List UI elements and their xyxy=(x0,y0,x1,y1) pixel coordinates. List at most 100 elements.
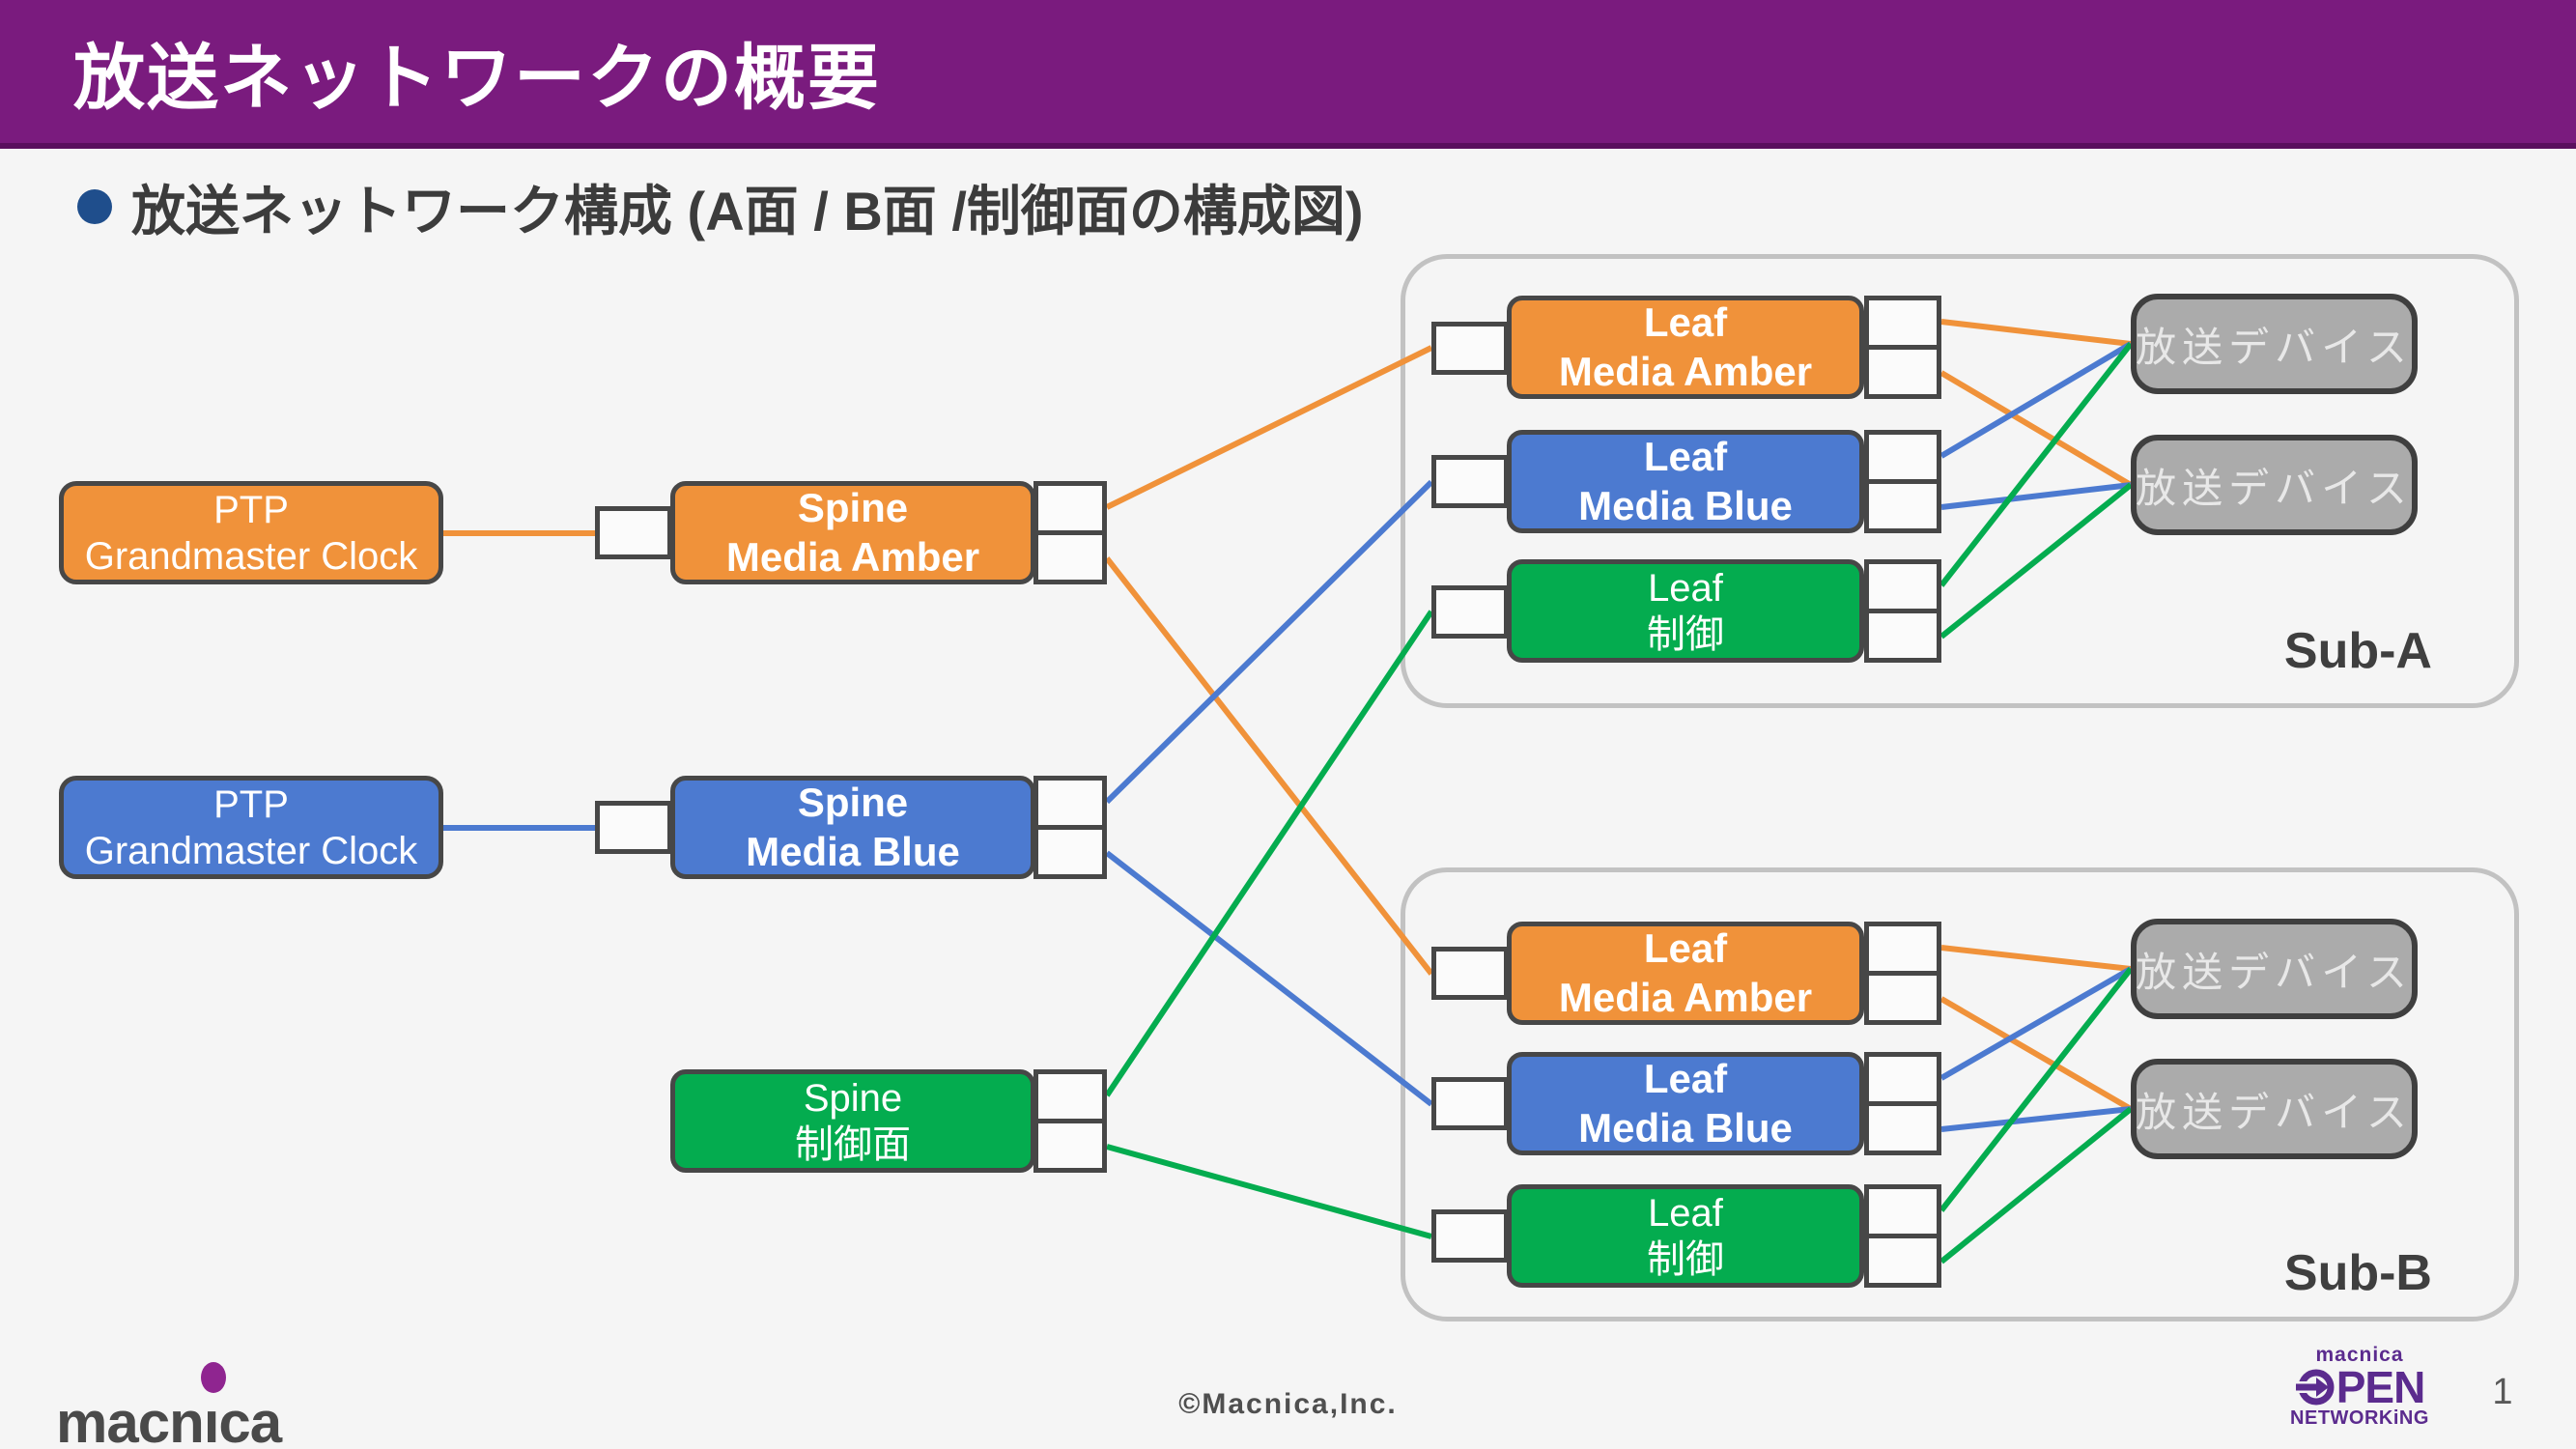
wire-suba-leaf-amber-to-device2 xyxy=(1939,370,2133,488)
open-arrow-icon xyxy=(2294,1369,2335,1406)
wire-spine-amber-to-subb-leaf-amber xyxy=(1104,556,1434,976)
open-networking-logo: macnica PEN NETWORKiNG xyxy=(2287,1344,2432,1429)
node-label: Grandmaster Clock xyxy=(84,534,418,578)
node-subb-leaf-media-amber: Leaf Media Amber xyxy=(1507,922,1864,1025)
wire-subb-leaf-amber-to-device2 xyxy=(1939,996,2133,1112)
port-cell xyxy=(1038,486,1102,530)
group-label-sub-a: Sub-A xyxy=(2283,623,2432,679)
group-label-sub-b: Sub-B xyxy=(2283,1245,2432,1301)
wire-spine-blue-to-suba-leaf-blue xyxy=(1104,479,1434,805)
port-spine-amber-right xyxy=(1033,481,1107,584)
port-cell xyxy=(1869,345,1937,394)
wire-subb-leaf-amber-to-device1 xyxy=(1940,945,2132,972)
port-suba-leaf-amber-right xyxy=(1864,296,1941,399)
copyright: ©Macnica,Inc. xyxy=(1178,1388,1398,1420)
subtitle: 放送ネットワーク構成 (A面 / B面 /制御面の構成図) xyxy=(131,180,1364,242)
node-label: PTP xyxy=(213,488,289,531)
port-suba-leaf-control-left xyxy=(1431,585,1509,639)
node-label: Spine xyxy=(803,1076,903,1120)
macnica-logo-dot-icon xyxy=(201,1362,226,1393)
port-cell xyxy=(1038,1119,1102,1168)
wire-suba-leaf-amber-to-device1 xyxy=(1940,319,2132,347)
node-spine-control: Spine 制御面 xyxy=(670,1069,1035,1173)
brand-macnica-text: macnica xyxy=(2315,1344,2404,1366)
node-label: Media Blue xyxy=(746,828,960,874)
device-suba-1: 放送デバイス xyxy=(2131,294,2418,394)
wire-suba-leaf-control-to-device1 xyxy=(1939,342,2134,587)
port-cell xyxy=(1869,1234,1937,1283)
port-subb-leaf-amber-right xyxy=(1864,922,1941,1025)
port-cell xyxy=(1038,530,1102,580)
port-suba-leaf-blue-right xyxy=(1864,430,1941,533)
port-spine-blue-right xyxy=(1033,776,1107,879)
wire-subb-leaf-blue-to-device1 xyxy=(1939,966,2133,1081)
port-cell xyxy=(1869,564,1937,609)
wire-spine-amber-to-suba-leaf-amber xyxy=(1105,345,1433,510)
node-label: Leaf xyxy=(1648,1191,1723,1235)
group-sub-a xyxy=(1401,254,2519,708)
node-label: Leaf xyxy=(1643,925,1728,972)
port-subb-leaf-control-right xyxy=(1864,1184,1941,1288)
node-suba-leaf-media-amber: Leaf Media Amber xyxy=(1507,296,1864,399)
node-label: 制御面 xyxy=(795,1122,911,1166)
port-subb-leaf-control-left xyxy=(1431,1209,1509,1263)
header-bar: 放送ネットワークの概要 xyxy=(0,0,2576,149)
wire-spine-control-to-subb-leaf-control xyxy=(1106,1144,1432,1239)
port-cell xyxy=(1869,435,1937,479)
bullet-icon xyxy=(77,189,112,224)
node-label: PTP xyxy=(213,782,289,826)
port-cell xyxy=(1038,781,1102,825)
node-suba-leaf-media-blue: Leaf Media Blue xyxy=(1507,430,1864,533)
node-label: Grandmaster Clock xyxy=(84,829,418,872)
node-label: Spine xyxy=(797,485,909,531)
port-cell xyxy=(1869,971,1937,1020)
wire-suba-leaf-blue-to-device2 xyxy=(1940,482,2132,510)
node-spine-media-amber: Spine Media Amber xyxy=(670,481,1035,584)
node-ptp-grandmaster-blue: PTP Grandmaster Clock xyxy=(59,776,443,879)
port-cell xyxy=(1869,479,1937,528)
page-number: 1 xyxy=(2492,1372,2513,1412)
device-subb-1: 放送デバイス xyxy=(2131,919,2418,1019)
wire-spine-control-to-suba-leaf-control xyxy=(1104,610,1434,1097)
brand-open-row: PEN xyxy=(2287,1361,2432,1412)
port-subb-leaf-blue-right xyxy=(1864,1052,1941,1155)
port-spine-blue-left xyxy=(595,801,672,854)
port-cell xyxy=(1869,300,1937,345)
device-suba-2: 放送デバイス xyxy=(2131,435,2418,535)
node-suba-leaf-control: Leaf 制御 xyxy=(1507,559,1864,663)
port-cell xyxy=(1869,1101,1937,1151)
node-label: Spine xyxy=(797,780,909,826)
port-cell xyxy=(1038,825,1102,874)
node-spine-media-blue: Spine Media Blue xyxy=(670,776,1035,879)
page-title: 放送ネットワークの概要 xyxy=(73,37,881,118)
wire-spine-blue-to-subb-leaf-blue xyxy=(1105,850,1433,1107)
port-cell xyxy=(1869,1189,1937,1234)
port-cell xyxy=(1869,1057,1937,1101)
node-label: Media Amber xyxy=(725,533,980,580)
port-cell xyxy=(1038,1074,1102,1119)
node-label: 制御 xyxy=(1647,612,1724,656)
node-subb-leaf-media-blue: Leaf Media Blue xyxy=(1507,1052,1864,1155)
brand-pen-text: PEN xyxy=(2335,1361,2426,1412)
port-spine-amber-left xyxy=(595,506,672,559)
node-label: Leaf xyxy=(1643,299,1728,346)
node-subb-leaf-control: Leaf 制御 xyxy=(1507,1184,1864,1288)
device-subb-2: 放送デバイス xyxy=(2131,1059,2418,1159)
port-suba-leaf-blue-left xyxy=(1431,455,1509,508)
wire-subb-leaf-control-to-device1 xyxy=(1939,967,2134,1212)
node-label: 制御 xyxy=(1647,1237,1724,1281)
wire-suba-leaf-control-to-device2 xyxy=(1939,482,2133,639)
node-label: Leaf xyxy=(1643,1056,1728,1102)
node-label: Media Amber xyxy=(1558,348,1813,394)
port-subb-leaf-amber-left xyxy=(1431,947,1509,1000)
node-ptp-grandmaster-amber: PTP Grandmaster Clock xyxy=(59,481,443,584)
port-suba-leaf-control-right xyxy=(1864,559,1941,663)
wire-subb-leaf-blue-to-device2 xyxy=(1940,1106,2132,1132)
node-label: Media Amber xyxy=(1558,974,1813,1020)
macnica-logo-text: macnıca xyxy=(56,1390,282,1449)
node-label: Leaf xyxy=(1643,434,1728,480)
node-label: Media Blue xyxy=(1578,1104,1793,1151)
subtitle-row: 放送ネットワーク構成 (A面 / B面 /制御面の構成図) xyxy=(77,176,1364,242)
